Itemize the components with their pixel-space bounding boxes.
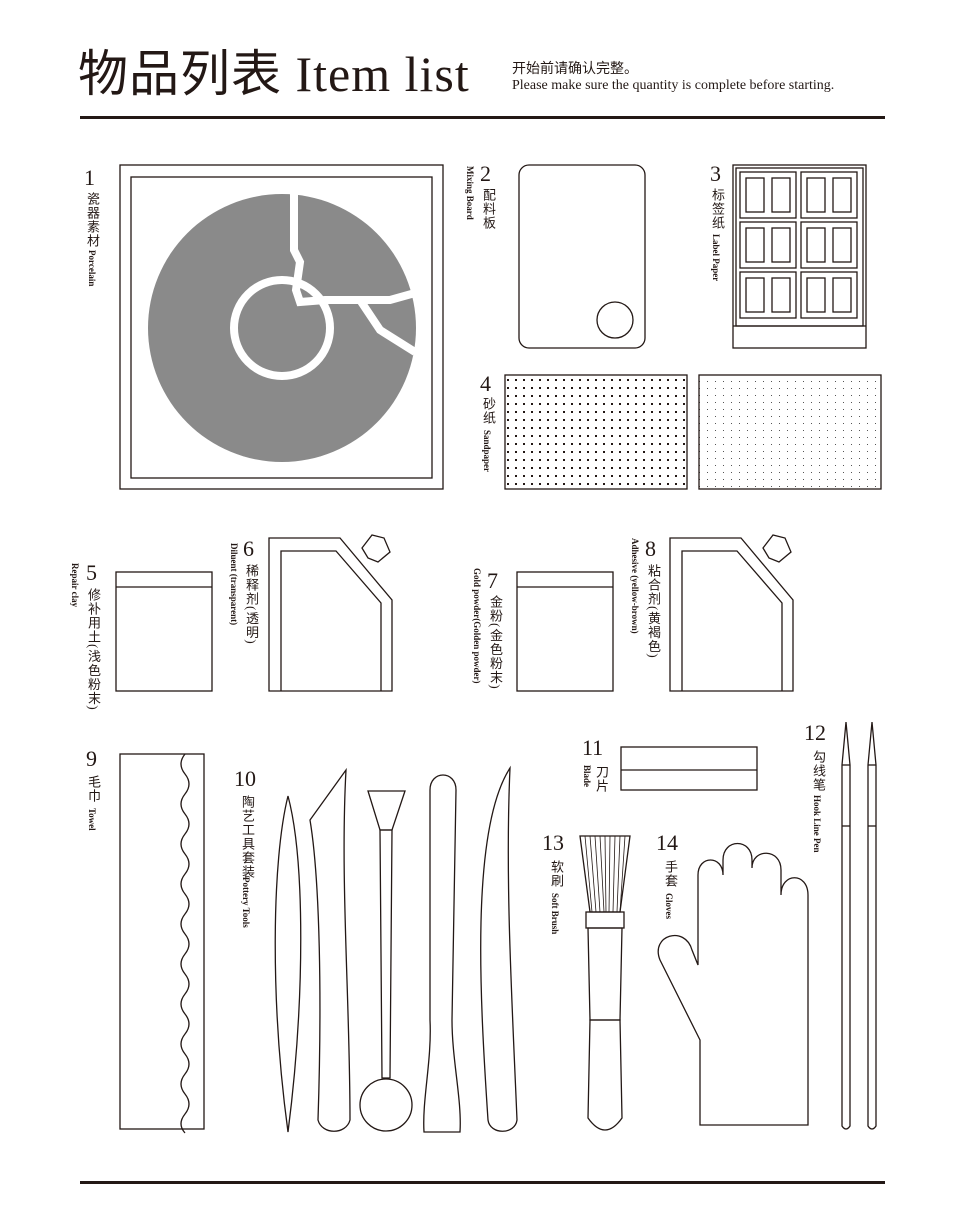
item-4-number: 4 (480, 371, 491, 396)
item-4-name-en: Sandpaper (482, 430, 492, 473)
item-10-number: 10 (234, 766, 256, 791)
blade-illustration (620, 746, 758, 791)
item-8-name-en: Adhesive (yellow-brown) (630, 538, 640, 634)
towel-illustration (119, 753, 205, 1134)
adhesive-bottle (669, 534, 794, 692)
bottom-rule (80, 1181, 885, 1184)
item-1-number: 1 (84, 165, 95, 190)
item-5-name-en: Repair clay (70, 563, 80, 608)
soft-brush-illustration (579, 835, 631, 1131)
gold-powder-jar (516, 571, 614, 692)
porcelain-illustration (119, 164, 444, 490)
item-13-name-zh: 软刷 (549, 860, 564, 888)
glove-illustration (657, 843, 809, 1126)
item-9-name-zh: 毛巾 (86, 775, 101, 803)
item-7-number: 7 (487, 568, 498, 593)
item-2-name-en: Mixing Board (465, 166, 475, 220)
top-rule (80, 116, 885, 119)
item-9-number: 9 (86, 746, 97, 771)
item-12-number: 12 (804, 720, 826, 745)
item-5-name-zh: 修补用土(浅色粉末) (86, 588, 101, 711)
repair-clay-jar (115, 571, 213, 692)
item-6-name-en: Diluent (transparent) (229, 543, 239, 626)
item-13-number: 13 (542, 830, 564, 855)
item-8-number: 8 (645, 536, 656, 561)
item-7-name-zh: 金粉(金色粉末) (488, 595, 503, 690)
item-1-name-en: Porcelain (87, 250, 97, 287)
hook-line-pens (841, 721, 877, 1130)
item-11-name-en: Blade (582, 765, 592, 788)
item-12-name-zh: 勾线笔 (811, 750, 826, 792)
item-3-name-en: Label Paper (711, 234, 721, 282)
subtitle-zh: 开始前请确认完整。 (512, 62, 638, 77)
item-2-name-zh: 配料板 (481, 188, 496, 230)
item-14-name-en: Gloves (664, 893, 674, 919)
item-4-name-zh: 砂纸 (481, 397, 496, 425)
item-7-name-en: Gold powder(Golden powder) (472, 568, 482, 684)
item-14-number: 14 (656, 830, 678, 855)
item-13-name-en: Soft Brush (550, 893, 560, 935)
item-5-number: 5 (86, 560, 97, 585)
item-11-name-zh: 刀片 (594, 765, 609, 793)
pottery-tools-illustration (274, 765, 518, 1133)
item-8-name-zh: 粘合剂(黄褐色) (646, 564, 661, 659)
diluent-bottle (268, 534, 393, 692)
mixing-board-illustration (518, 164, 646, 349)
item-11-number: 11 (582, 735, 604, 760)
item-3-name-zh: 标签纸 (710, 188, 725, 230)
sandpaper-illustration (504, 374, 882, 490)
item-3-number: 3 (710, 161, 721, 186)
item-10-name-en: Pottery Tools (241, 877, 251, 928)
item-6-name-zh: 稀释剂(透明) (244, 564, 259, 645)
label-paper-illustration (732, 164, 867, 349)
page-title: 物品列表 Item list (78, 46, 470, 102)
item-1-name-zh: 瓷器素材 (85, 192, 100, 248)
item-10-name-zh: 陶艺工具套装 (240, 795, 255, 879)
item-2-number: 2 (480, 161, 491, 186)
item-12-name-en: Hook Line Pen (812, 795, 822, 853)
item-6-number: 6 (243, 536, 254, 561)
subtitle-en: Please make sure the quantity is complet… (512, 78, 835, 93)
item-9-name-en: Towel (87, 808, 97, 831)
item-14-name-zh: 手套 (663, 860, 678, 888)
